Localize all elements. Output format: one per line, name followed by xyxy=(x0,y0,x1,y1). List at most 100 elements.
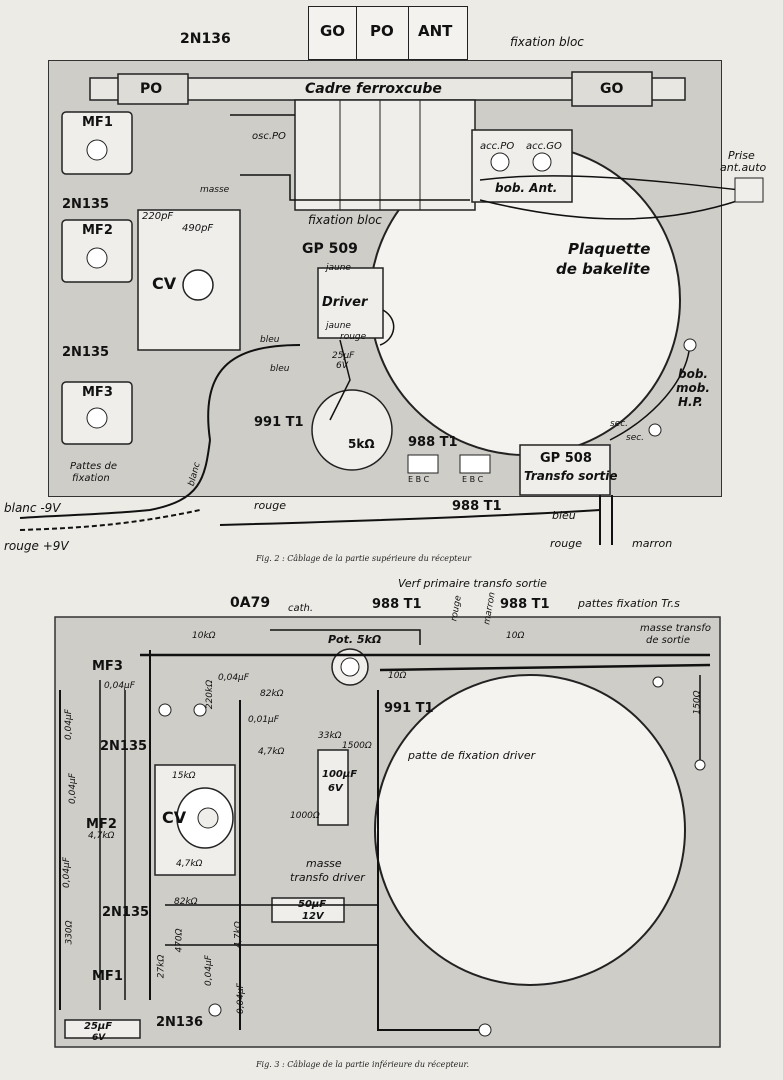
cap-004-a-label: 0,04µF xyxy=(104,681,135,691)
ebc1-label: E B C xyxy=(408,475,430,484)
capacitor-100uf xyxy=(317,749,349,826)
pot-5k-label-fig3: Pot. 5kΩ xyxy=(328,633,382,646)
cap-25uf-label-fig3: 25µF xyxy=(84,1021,113,1032)
fixation-bloc-mid-label: fixation bloc xyxy=(308,213,382,227)
cap-004-c-label: 0,04µF xyxy=(203,955,214,986)
resistor-47k-b-label: 4,7kΩ xyxy=(88,831,115,841)
band-label-ant: ANT xyxy=(418,22,453,40)
rouge3-label: rouge xyxy=(550,537,582,550)
mf2-label-fig3: MF2 xyxy=(86,817,117,832)
band-box-po[interactable] xyxy=(356,6,410,60)
bakelite-plate-fig3 xyxy=(374,674,686,986)
band-box-go[interactable] xyxy=(308,6,358,60)
masse-driver-label-2: transfo driver xyxy=(290,871,365,884)
mf1-label-fig3: MF1 xyxy=(92,969,123,984)
masse-label: masse xyxy=(200,185,230,195)
resistor-47k-a-label: 4,7kΩ xyxy=(258,747,285,757)
bob-ant-label: bob. Ant. xyxy=(495,181,558,195)
cap-25uf-label-fig2: 25µF xyxy=(332,351,355,361)
masse-driver-label-1: masse xyxy=(306,857,342,870)
resistor-10-b-label: 10Ω xyxy=(388,671,407,681)
cap-004-d-label: 0,04µF xyxy=(235,983,246,1014)
masse-tr-label-1: masse transfo xyxy=(640,623,711,634)
antenna-coil-box xyxy=(471,129,573,203)
pot-5k-label-fig2: 5kΩ xyxy=(348,437,375,451)
patte-driver-label: patte de fixation driver xyxy=(408,749,536,762)
marron-label: marron xyxy=(632,537,673,550)
driver-label: Driver xyxy=(322,295,368,310)
transistor-2n135-a-label: 2N135 xyxy=(62,197,110,212)
transistor-2n136-label: 2N136 xyxy=(180,31,231,47)
gp508-label: GP 508 xyxy=(540,451,592,466)
ebc2-label: E B C xyxy=(462,475,484,484)
driver-transformer xyxy=(317,267,384,339)
cap-100uf-v-label: 6V xyxy=(328,783,343,794)
cap-004-f-label: 0,04µF xyxy=(67,773,78,804)
cap-001-label: 0,01µF xyxy=(248,715,279,725)
pattes-tr-label: pattes fixation Tr.s xyxy=(578,597,680,610)
rouge-wire-label: rouge xyxy=(254,499,286,512)
mf3-label-fig3: MF3 xyxy=(92,659,123,674)
sec2-label: sec. xyxy=(626,433,645,443)
mf1-label: MF1 xyxy=(82,115,113,130)
cap-004-e-label: 0,04µF xyxy=(63,709,74,740)
cap-100uf-label: 100µF xyxy=(322,769,358,780)
resistor-470-label: 470Ω xyxy=(174,928,185,953)
osc-po-label: osc.PO xyxy=(252,131,286,142)
resistor-82k-label: 82kΩ xyxy=(260,689,284,699)
resistor-47k-c-label: 4,7kΩ xyxy=(176,859,203,869)
transistor-2n135-b-label-fig3: 2N135 xyxy=(102,905,150,920)
transistor-988t1-b-label-fig3: 988 T1 xyxy=(500,597,550,612)
cv-label-fig2: CV xyxy=(152,274,177,293)
diode-oa79-label: 0A79 xyxy=(230,595,271,611)
fixation-bloc-top-label: fixation bloc xyxy=(510,35,584,49)
po-coil-body xyxy=(117,73,189,105)
band-box-ant[interactable] xyxy=(408,6,468,60)
cap-004-b-label: 0,04µF xyxy=(218,673,249,683)
acc-go-label: acc.GO xyxy=(526,141,562,152)
gp509-label: GP 509 xyxy=(302,241,358,257)
transfo-sortie-label: Transfo sortie xyxy=(524,469,618,483)
jaune2-label: jaune xyxy=(326,321,351,331)
resistor-33k-label: 33kΩ xyxy=(318,731,342,741)
blanc-9v-label: blanc -9V xyxy=(4,501,61,515)
transistor-988t1-a-label-fig3: 988 T1 xyxy=(372,597,422,612)
transistor-988t1-a-label-fig2: 988 T1 xyxy=(408,435,458,450)
resistor-1500-label: 1500Ω xyxy=(342,741,372,751)
acc-po-label: acc.PO xyxy=(480,141,515,152)
resistor-1000-label: 1000Ω xyxy=(290,811,320,821)
resistor-330-label: 330Ω xyxy=(64,920,75,945)
sec1-label: sec. xyxy=(610,419,629,429)
jaune1-label: jaune xyxy=(326,263,351,273)
transistor-991t1-label-fig3: 991 T1 xyxy=(384,701,434,716)
resistor-27k-label: 27kΩ xyxy=(156,954,167,979)
transistor-2n135-a-label-fig3: 2N135 xyxy=(100,739,148,754)
cap-004-g-label: 0,04µF xyxy=(61,857,72,888)
capacitor-50uf xyxy=(271,897,345,923)
bob-label-2: mob. xyxy=(676,381,710,395)
bleu2-label: bleu xyxy=(270,364,290,374)
resistor-47k-d-label: 4,7kΩ xyxy=(233,921,244,948)
bleu3-label: bleu xyxy=(552,509,576,522)
transistor-988t1-b-label-fig2: 988 T1 xyxy=(452,499,502,514)
pattes-label-2: fixation xyxy=(72,473,110,484)
coil-block xyxy=(294,99,476,211)
volume-pot-fig2 xyxy=(311,389,393,471)
verf-label: Verf primaire transfo sortie xyxy=(398,577,547,590)
capacitor-25uf xyxy=(64,1019,141,1039)
antenna-jack xyxy=(734,177,764,203)
ferrite-rod-label: Cadre ferroxcube xyxy=(305,81,442,97)
go-coil-body xyxy=(571,71,653,107)
masse-tr-label-2: de sortie xyxy=(646,635,690,646)
fig2-caption: Fig. 2 : Câblage de la partie supérieure… xyxy=(256,554,472,563)
plaquette-label-2: de bakelite xyxy=(556,260,651,278)
cap-50uf-v-label: 12V xyxy=(302,911,324,922)
cap-50uf-label: 50µF xyxy=(298,899,327,910)
mf3-label: MF3 xyxy=(82,385,113,400)
go-coil-label: GO xyxy=(600,81,624,97)
band-label-go: GO xyxy=(320,22,346,40)
resistor-220k-label: 220kΩ xyxy=(205,679,216,710)
ant-auto-label: ant.auto xyxy=(720,161,767,174)
resistor-10-a-label: 10Ω xyxy=(506,631,525,641)
